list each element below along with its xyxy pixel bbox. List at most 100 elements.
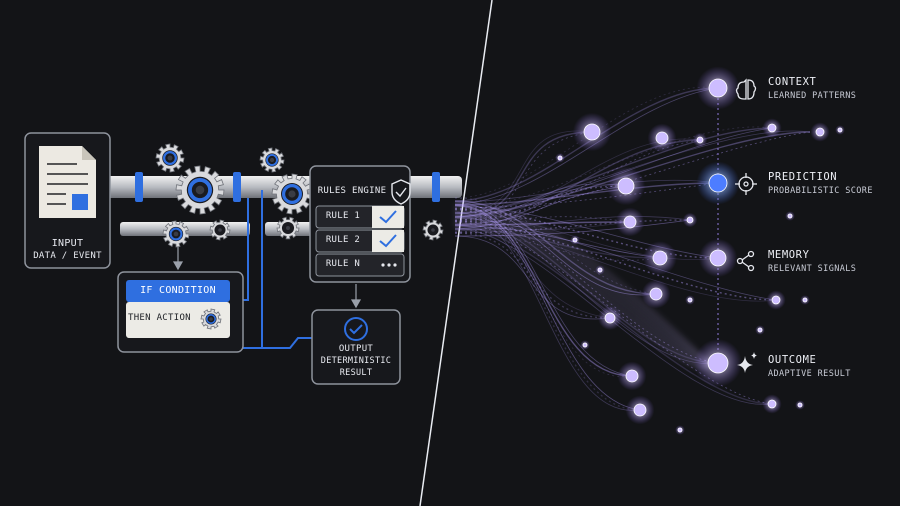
network-node	[572, 112, 612, 152]
input-card	[24, 132, 111, 269]
output-title: OUTPUT	[338, 344, 374, 354]
network-strand	[454, 223, 777, 302]
rule-2-label: RULE 2	[325, 235, 361, 245]
network-node	[766, 290, 786, 310]
network-strand	[454, 131, 593, 218]
context-subtitle: LEARNED PATTERNS	[768, 91, 857, 101]
network-node	[625, 395, 655, 425]
gear-small-icon	[259, 147, 285, 173]
network-node	[696, 66, 740, 110]
network-node	[555, 153, 565, 163]
network-node	[785, 211, 795, 221]
target-icon	[735, 173, 757, 195]
network-strand	[454, 211, 641, 411]
rules-engine-card	[309, 165, 411, 283]
brain-icon	[735, 78, 757, 100]
network-strand	[454, 139, 701, 230]
network-strand	[454, 225, 661, 259]
then-action-label: THEN ACTION	[128, 313, 191, 323]
divider-line	[419, 0, 493, 506]
outcome-subtitle: ADAPTIVE RESULT	[768, 369, 851, 379]
network-strand	[454, 200, 657, 295]
network-nodes	[555, 66, 845, 435]
condition-card	[117, 271, 244, 353]
network-icon	[736, 250, 755, 272]
network-node	[595, 265, 605, 275]
network-strand	[454, 197, 657, 295]
network-strand	[454, 216, 631, 223]
gear-icon	[200, 308, 222, 330]
network-node	[570, 235, 580, 245]
network-strand	[454, 201, 633, 377]
network-node	[617, 361, 647, 391]
network-node	[692, 132, 708, 148]
prediction-title: PREDICTION	[768, 171, 838, 183]
network-node	[755, 325, 765, 335]
check-icon	[379, 210, 397, 224]
network-strand	[454, 211, 719, 260]
rules-engine-title: RULES ENGINE	[317, 186, 387, 196]
check-icon	[379, 234, 397, 248]
network-node	[810, 122, 830, 142]
output-card	[311, 309, 401, 385]
gear-large-icon	[175, 165, 225, 215]
input-title: INPUT	[51, 238, 84, 249]
gear-icon	[200, 308, 222, 330]
gear-small-icon	[155, 143, 185, 173]
network-node	[641, 279, 671, 309]
gear-small-icon	[422, 219, 444, 241]
network-node	[694, 339, 742, 387]
network-node	[685, 295, 695, 305]
if-condition-label: IF CONDITION	[140, 285, 216, 296]
gear-small-icon	[209, 219, 231, 241]
check-circle-icon	[344, 317, 368, 341]
network-strand	[454, 204, 633, 377]
gear-large-icon	[271, 173, 313, 215]
network-node	[698, 238, 738, 278]
ellipsis-icon	[381, 263, 397, 267]
network-node	[615, 207, 645, 237]
output-line3: RESULT	[339, 368, 373, 378]
network-node	[606, 166, 646, 206]
network-node	[762, 118, 782, 138]
document-icon	[39, 146, 96, 218]
network-strand	[454, 182, 719, 206]
network-node	[682, 212, 698, 228]
network-strand	[454, 185, 627, 222]
output-line2: DETERMINISTIC	[320, 356, 392, 366]
memory-title: MEMORY	[768, 249, 810, 261]
gear-small-icon	[276, 216, 300, 240]
network-strand	[454, 235, 611, 320]
gears	[155, 143, 444, 248]
rule-n-label: RULE N	[325, 259, 361, 269]
network-node	[598, 306, 622, 330]
network-node	[800, 295, 810, 305]
context-title: CONTEXT	[768, 76, 817, 88]
memory-subtitle: RELEVANT SIGNALS	[768, 264, 857, 274]
network-strand	[454, 179, 719, 203]
network-strand	[454, 232, 611, 319]
network-strand	[454, 126, 773, 211]
prediction-subtitle: PROBABILISTIC SCORE	[768, 186, 873, 196]
network-node	[580, 340, 590, 350]
input-subtitle: DATA / EVENT	[33, 251, 102, 261]
gear-small-icon	[162, 220, 190, 248]
shield-check-icon	[391, 179, 411, 205]
network-strand	[454, 87, 719, 205]
network-node	[696, 161, 740, 205]
network-node	[675, 425, 685, 435]
network-node	[835, 125, 845, 135]
rule-1-label: RULE 1	[325, 211, 361, 221]
network-node	[647, 123, 677, 153]
network-strand	[454, 185, 627, 225]
network-strand	[454, 219, 691, 234]
outcome-title: OUTCOME	[768, 354, 817, 366]
network-node	[762, 394, 782, 414]
network-strand	[454, 219, 691, 237]
network-strand	[454, 229, 611, 319]
network-strand	[454, 130, 593, 215]
network-strand	[454, 220, 777, 301]
network-node	[643, 241, 677, 275]
network-node	[795, 400, 805, 410]
